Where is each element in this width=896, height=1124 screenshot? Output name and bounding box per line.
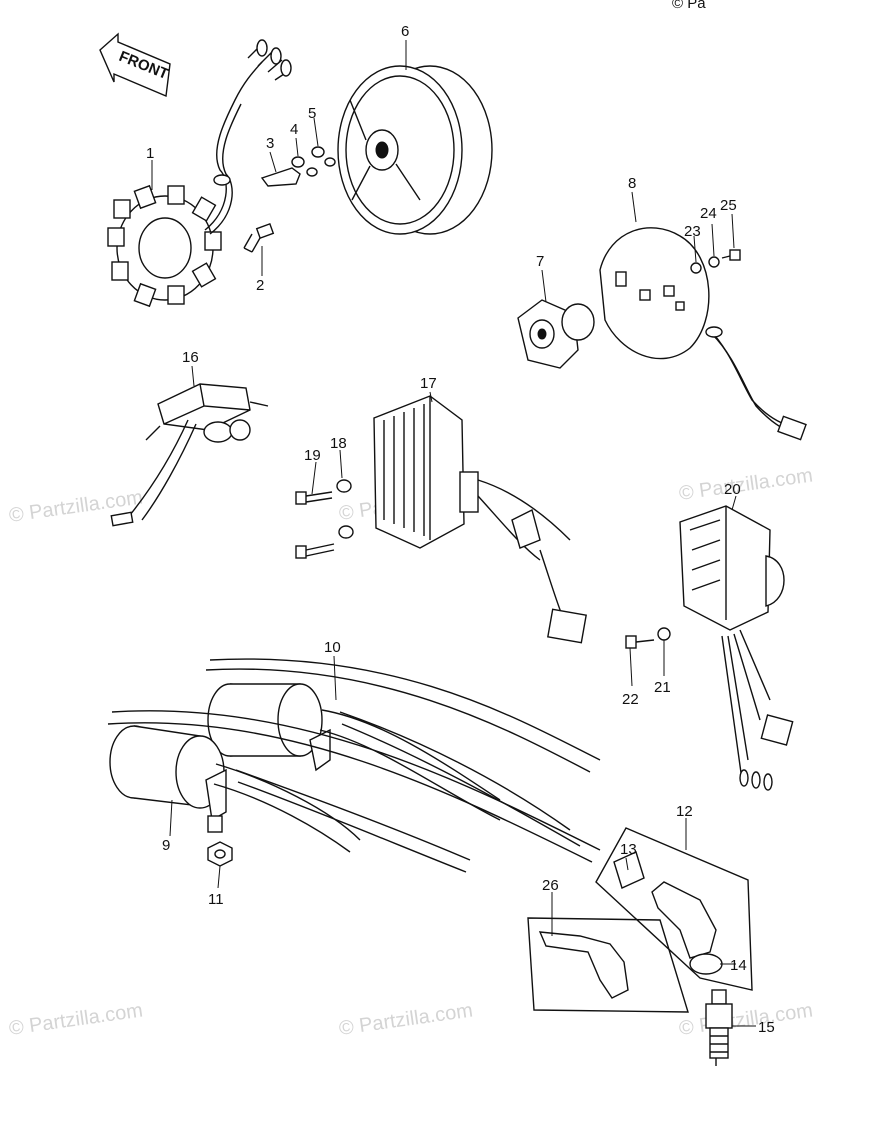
callout-4: 4 <box>290 121 298 138</box>
callout-17: 17 <box>420 375 437 392</box>
callout-12: 12 <box>676 803 693 820</box>
flywheel-part <box>337 65 493 235</box>
callout-8: 8 <box>628 175 636 192</box>
front-arrow-icon: FRONT <box>99 32 171 98</box>
callout-14: 14 <box>730 957 747 974</box>
callout-6: 6 <box>401 23 409 40</box>
callout-22: 22 <box>622 691 639 708</box>
callout-21: 21 <box>654 679 671 696</box>
fasteners-part-21-22 <box>625 627 671 649</box>
callout-9: 9 <box>162 837 170 854</box>
callout-labels: 1 2 3 4 5 6 7 8 9 10 11 12 13 14 15 16 1… <box>146 23 775 1036</box>
ignition-coil-part-9 <box>107 710 601 873</box>
nut-part-11 <box>207 841 233 867</box>
callout-24: 24 <box>700 205 717 222</box>
bolts-part-18-19 <box>295 479 354 559</box>
watermark-6: © Partzilla.com <box>678 999 815 1040</box>
callout-19: 19 <box>304 447 321 464</box>
stator-part <box>107 39 292 308</box>
relay-part-16 <box>110 383 269 527</box>
callout-1: 1 <box>146 145 154 162</box>
watermark-4: © Partzilla.com <box>8 999 145 1040</box>
plate-part-3 <box>260 167 301 187</box>
washers-part-4-5 <box>291 146 336 177</box>
callout-11: 11 <box>208 891 224 908</box>
callout-2: 2 <box>256 277 264 294</box>
callout-15: 15 <box>758 1019 775 1036</box>
ignition-coil-part-10 <box>205 658 601 847</box>
callout-5: 5 <box>308 105 316 122</box>
fasteners-part-23-25 <box>690 249 741 274</box>
callout-23: 23 <box>684 223 701 240</box>
callout-16: 16 <box>182 349 199 366</box>
watermark-3: © Partzilla.com <box>678 464 815 505</box>
leader-lines <box>151 40 756 1027</box>
regulator-part-17 <box>373 395 587 644</box>
corner-copyright: © Pa <box>672 0 706 12</box>
callout-18: 18 <box>330 435 347 452</box>
callout-7: 7 <box>536 253 544 270</box>
callout-20: 20 <box>724 481 741 498</box>
watermark-5: © Partzilla.com <box>338 999 475 1040</box>
bolt-part-2 <box>243 223 275 253</box>
callout-13: 13 <box>620 841 637 858</box>
callout-25: 25 <box>720 197 737 214</box>
callout-10: 10 <box>324 639 341 656</box>
callout-26: 26 <box>542 877 559 894</box>
pickup-part-7 <box>517 299 595 369</box>
callout-3: 3 <box>266 135 274 152</box>
igniter-part-20 <box>679 505 794 791</box>
plug-cap-kit-part-26 <box>527 917 689 1013</box>
pickup-plate-part-8 <box>599 227 807 441</box>
spark-plug-part-15 <box>705 989 733 1066</box>
